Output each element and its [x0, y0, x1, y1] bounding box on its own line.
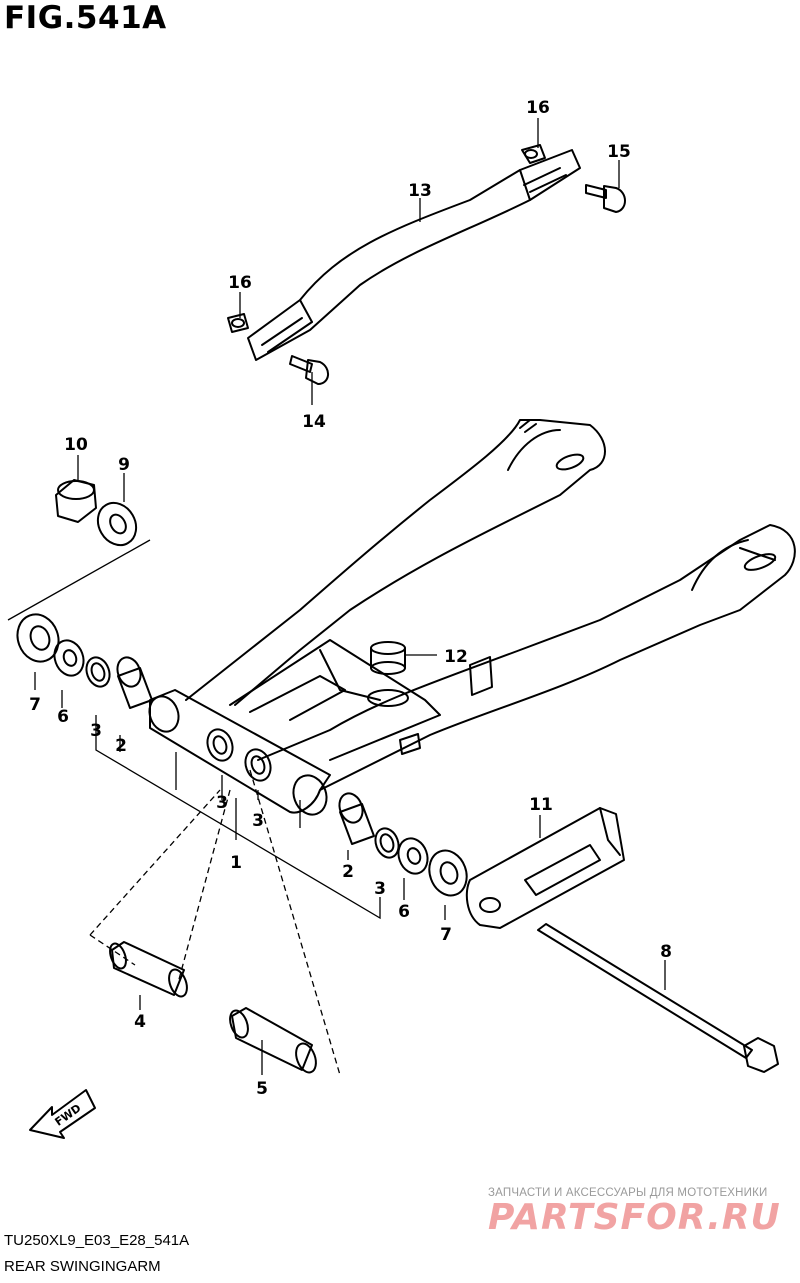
part-6-washer-left[interactable]	[50, 636, 89, 679]
callout-3-right-a: 3	[252, 811, 264, 831]
callout-5: 5	[256, 1079, 268, 1099]
callout-3-left-b: 3	[216, 793, 228, 813]
callout-7-left: 7	[29, 695, 41, 715]
part-16-nut-lower[interactable]	[227, 313, 249, 333]
part-5-collar[interactable]	[227, 1007, 320, 1075]
fwd-arrow: FWD	[29, 1089, 96, 1139]
callout-3-right-b: 3	[374, 879, 386, 899]
watermark-tagline: ЗАПЧАСТИ И АКСЕССУАРЫ ДЛЯ МОТОТЕХНИКИ	[488, 1187, 768, 1199]
part-8-pivot-bolt[interactable]	[537, 923, 779, 1073]
callout-3-left-a: 3	[90, 721, 102, 741]
callout-12: 12	[444, 647, 468, 667]
callout-7-right: 7	[440, 925, 452, 945]
callout-14: 14	[302, 412, 326, 432]
part-16-nut-upper[interactable]	[521, 144, 546, 164]
part-14-bolt[interactable]	[289, 355, 329, 385]
callout-9: 9	[118, 455, 130, 475]
part-1-swingarm[interactable]	[145, 419, 796, 819]
callout-6-right: 6	[398, 902, 410, 922]
part-7-washer-left[interactable]	[11, 609, 65, 668]
part-6-washer-right[interactable]	[394, 834, 433, 877]
leader-lines	[7, 118, 666, 1076]
callout-2-left: 2	[115, 736, 127, 756]
callout-11: 11	[529, 795, 553, 815]
part-3-seal-left-b[interactable]	[203, 726, 236, 764]
part-3-seal-right-a[interactable]	[241, 746, 274, 784]
part-11-chain-case[interactable]	[465, 807, 625, 929]
part-2-bearing-left[interactable]	[114, 654, 153, 709]
part-4-collar[interactable]	[107, 941, 190, 999]
callout-15: 15	[607, 142, 631, 162]
part-3-seal-right-b[interactable]	[372, 825, 403, 861]
part-15-bolt[interactable]	[585, 184, 626, 213]
callout-numbers: 16 15 13 16 14 10 9 12 7 6 3 2 3 3 11 1 …	[29, 98, 672, 1099]
watermark-logo: PARTSFOR.RU	[488, 1197, 781, 1238]
callout-16-upper: 16	[526, 98, 550, 118]
part-13-bracket[interactable]	[247, 149, 581, 361]
callout-16-lower: 16	[228, 273, 252, 293]
callout-8: 8	[660, 942, 672, 962]
part-7-washer-right[interactable]	[423, 845, 473, 901]
part-10-nut[interactable]	[55, 479, 97, 523]
callout-1: 1	[230, 853, 242, 873]
figure-title: FIG.541A	[4, 0, 167, 36]
part-12-bumper[interactable]	[367, 641, 409, 707]
part-2-bearing-right[interactable]	[336, 790, 375, 845]
part-9-washer[interactable]	[90, 496, 143, 552]
callout-4: 4	[134, 1012, 146, 1032]
footer-diagram-code: TU250XL9_E03_E28_541A	[4, 1232, 190, 1249]
callout-10: 10	[64, 435, 88, 455]
callout-6-left: 6	[57, 707, 69, 727]
footer-diagram-name: REAR SWINGINGARM	[4, 1258, 161, 1275]
part-3-seal-left-a[interactable]	[83, 654, 114, 690]
callout-13: 13	[408, 181, 432, 201]
callout-2-right: 2	[342, 862, 354, 882]
